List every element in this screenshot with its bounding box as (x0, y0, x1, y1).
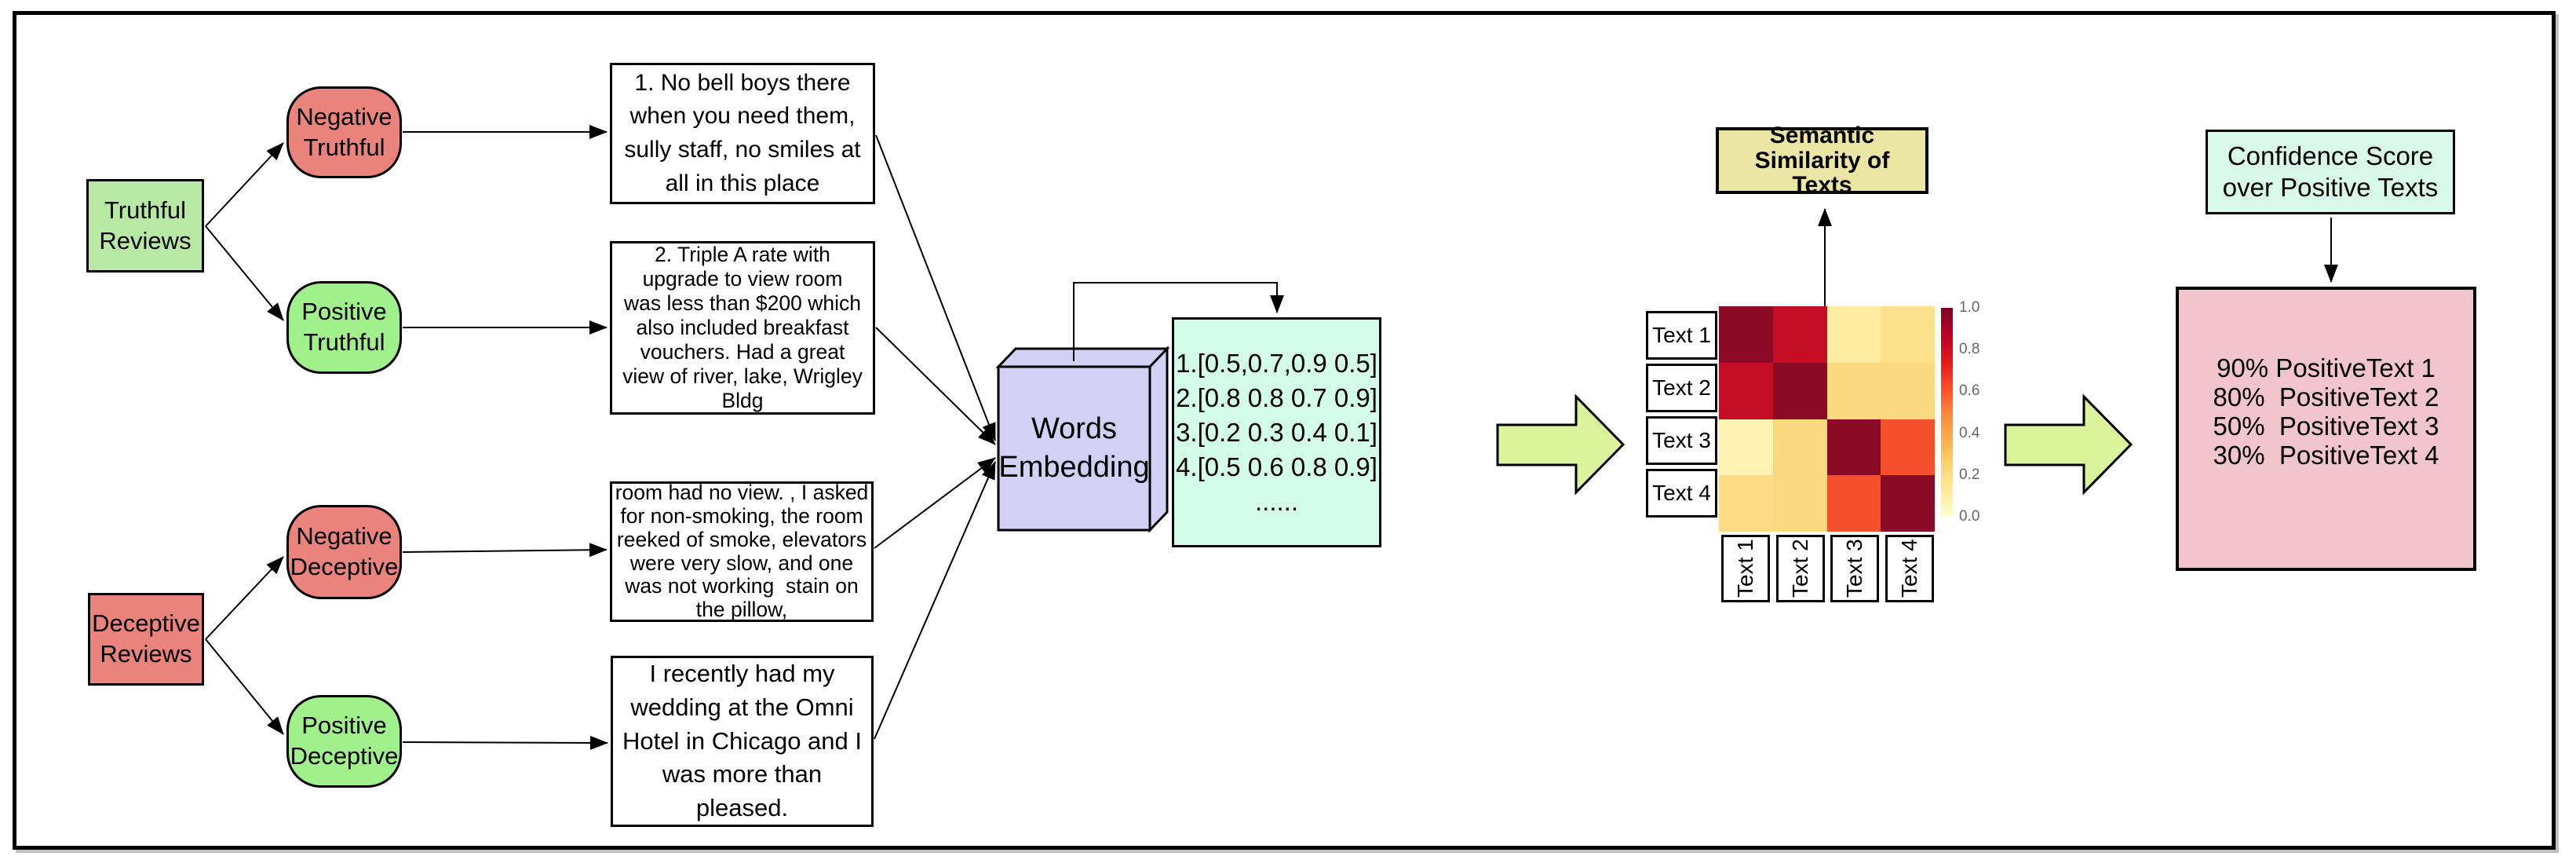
heatmap-cell (1772, 419, 1827, 476)
heatmap-cell (1719, 362, 1773, 419)
embedding-box-front-face (997, 365, 1151, 532)
heatmap-cell (1772, 475, 1827, 532)
figure-border (13, 11, 2556, 850)
heatmap-column-label: Text 1 (1721, 535, 1770, 602)
arrow-truthful-to-negative (205, 142, 284, 227)
embedding-vector-line: 3.[0.2 0.3 0.4 0.1] (1176, 417, 1377, 447)
positive-truthful-node: Positive Truthful (286, 281, 402, 374)
arrow-embedding-to-vectors (1073, 282, 1284, 361)
arrow-negd-to-review3 (402, 543, 608, 558)
confidence-score-line: 90% PositiveText 1 (2217, 353, 2436, 382)
heatmap-colorbar (1941, 308, 1953, 517)
embedding-box-right-face (1148, 346, 1169, 533)
similarity-heatmap (1719, 306, 1935, 532)
heatmap-cell (1719, 419, 1773, 476)
semantic-similarity-title: Semantic Similarity of Texts (1716, 123, 1928, 198)
heatmap-cell (1719, 306, 1773, 363)
negative-truthful-node: Negative Truthful (286, 86, 402, 178)
heatmap-row-label: Text 3 (1646, 416, 1717, 465)
embedding-vectors-box: 1.[0.5,0.7,0.9 0.5] 2.[0.8 0.8 0.7 0.9] 3.… (1172, 317, 1381, 547)
embedding-vector-line: 2.[0.8 0.8 0.7 0.9] (1176, 382, 1377, 412)
block-arrow-vectors-to-heatmap (1496, 393, 1626, 496)
review-text-3: room had no view. , I asked for non-smok… (610, 481, 874, 622)
arrow-deceptive-to-negative (205, 556, 284, 640)
arrow-review4-to-embedding (874, 461, 996, 740)
arrow-deceptive-to-positive (205, 638, 284, 735)
heatmap-row-label: Text 1 (1646, 311, 1717, 360)
arrow-review1-to-embedding (875, 134, 996, 441)
heatmap-column-label: Text 4 (1885, 535, 1934, 602)
colorbar-tick: 0.8 (1959, 341, 1980, 358)
arrow-review3-to-embedding (874, 457, 996, 549)
arrow-review2-to-embedding (875, 327, 996, 445)
colorbar-tick: 0.0 (1959, 508, 1980, 525)
deceptive-reviews-node: Deceptive Reviews (88, 593, 204, 686)
heatmap-row-label: Text 2 (1646, 364, 1717, 412)
heatmap-cell (1881, 362, 1935, 419)
arrow-posd-to-review4 (402, 735, 608, 750)
review-text-4: I recently had my wedding at the Omni Ho… (611, 656, 874, 827)
embedding-vector-line: ...... (1254, 486, 1298, 516)
heatmap-cell (1881, 419, 1935, 476)
heatmap-cell (1826, 419, 1881, 476)
confidence-score-title: Confidence Score over Positive Texts (2206, 130, 2455, 214)
heatmap-column-label: Text 3 (1830, 535, 1880, 602)
heatmap-cell (1719, 475, 1773, 532)
confidence-score-line: 30% PositiveText 4 (2213, 441, 2439, 470)
colorbar-tick: 0.4 (1959, 424, 1980, 441)
colorbar-tick: 1.0 (1959, 299, 1980, 316)
review-text-1: 1. No bell boys there when you need them… (610, 63, 875, 204)
block-arrow-heatmap-to-scores (2004, 393, 2133, 496)
heatmap-column-label: Text 2 (1775, 535, 1825, 602)
embedding-vector-line: 4.[0.5 0.6 0.8 0.9] (1176, 452, 1377, 481)
heatmap-cell (1881, 475, 1935, 532)
embedding-box-top-face (995, 347, 1170, 368)
heatmap-cell (1772, 306, 1827, 363)
confidence-score-line: 80% PositiveText 2 (2213, 382, 2439, 412)
embedding-vector-line: 1.[0.5,0.7,0.9 0.5] (1176, 348, 1377, 378)
heatmap-cell (1772, 362, 1827, 419)
review-text-2: 2. Triple A rate with upgrade to view ro… (610, 241, 875, 415)
positive-deceptive-node: Positive Deceptive (286, 695, 402, 788)
heatmap-cell (1826, 362, 1881, 419)
words-embedding-node: Words Embedding (998, 412, 1150, 484)
heatmap-cell (1881, 306, 1935, 363)
colorbar-tick: 0.6 (1959, 382, 1980, 400)
negative-deceptive-node: Negative Deceptive (286, 505, 402, 599)
arrow-truthful-to-positive (205, 225, 284, 321)
heatmap-row-label: Text 4 (1646, 469, 1717, 518)
heatmap-cell (1826, 475, 1881, 532)
colorbar-tick: 0.2 (1959, 466, 1980, 483)
confidence-score-line: 50% PositiveText 3 (2213, 412, 2439, 441)
heatmap-cell (1826, 306, 1881, 363)
colorbar-tick-labels: 1.0 0.8 0.6 0.4 0.2 0.0 (1959, 299, 2006, 525)
truthful-reviews-node: Truthful Reviews (86, 179, 204, 273)
